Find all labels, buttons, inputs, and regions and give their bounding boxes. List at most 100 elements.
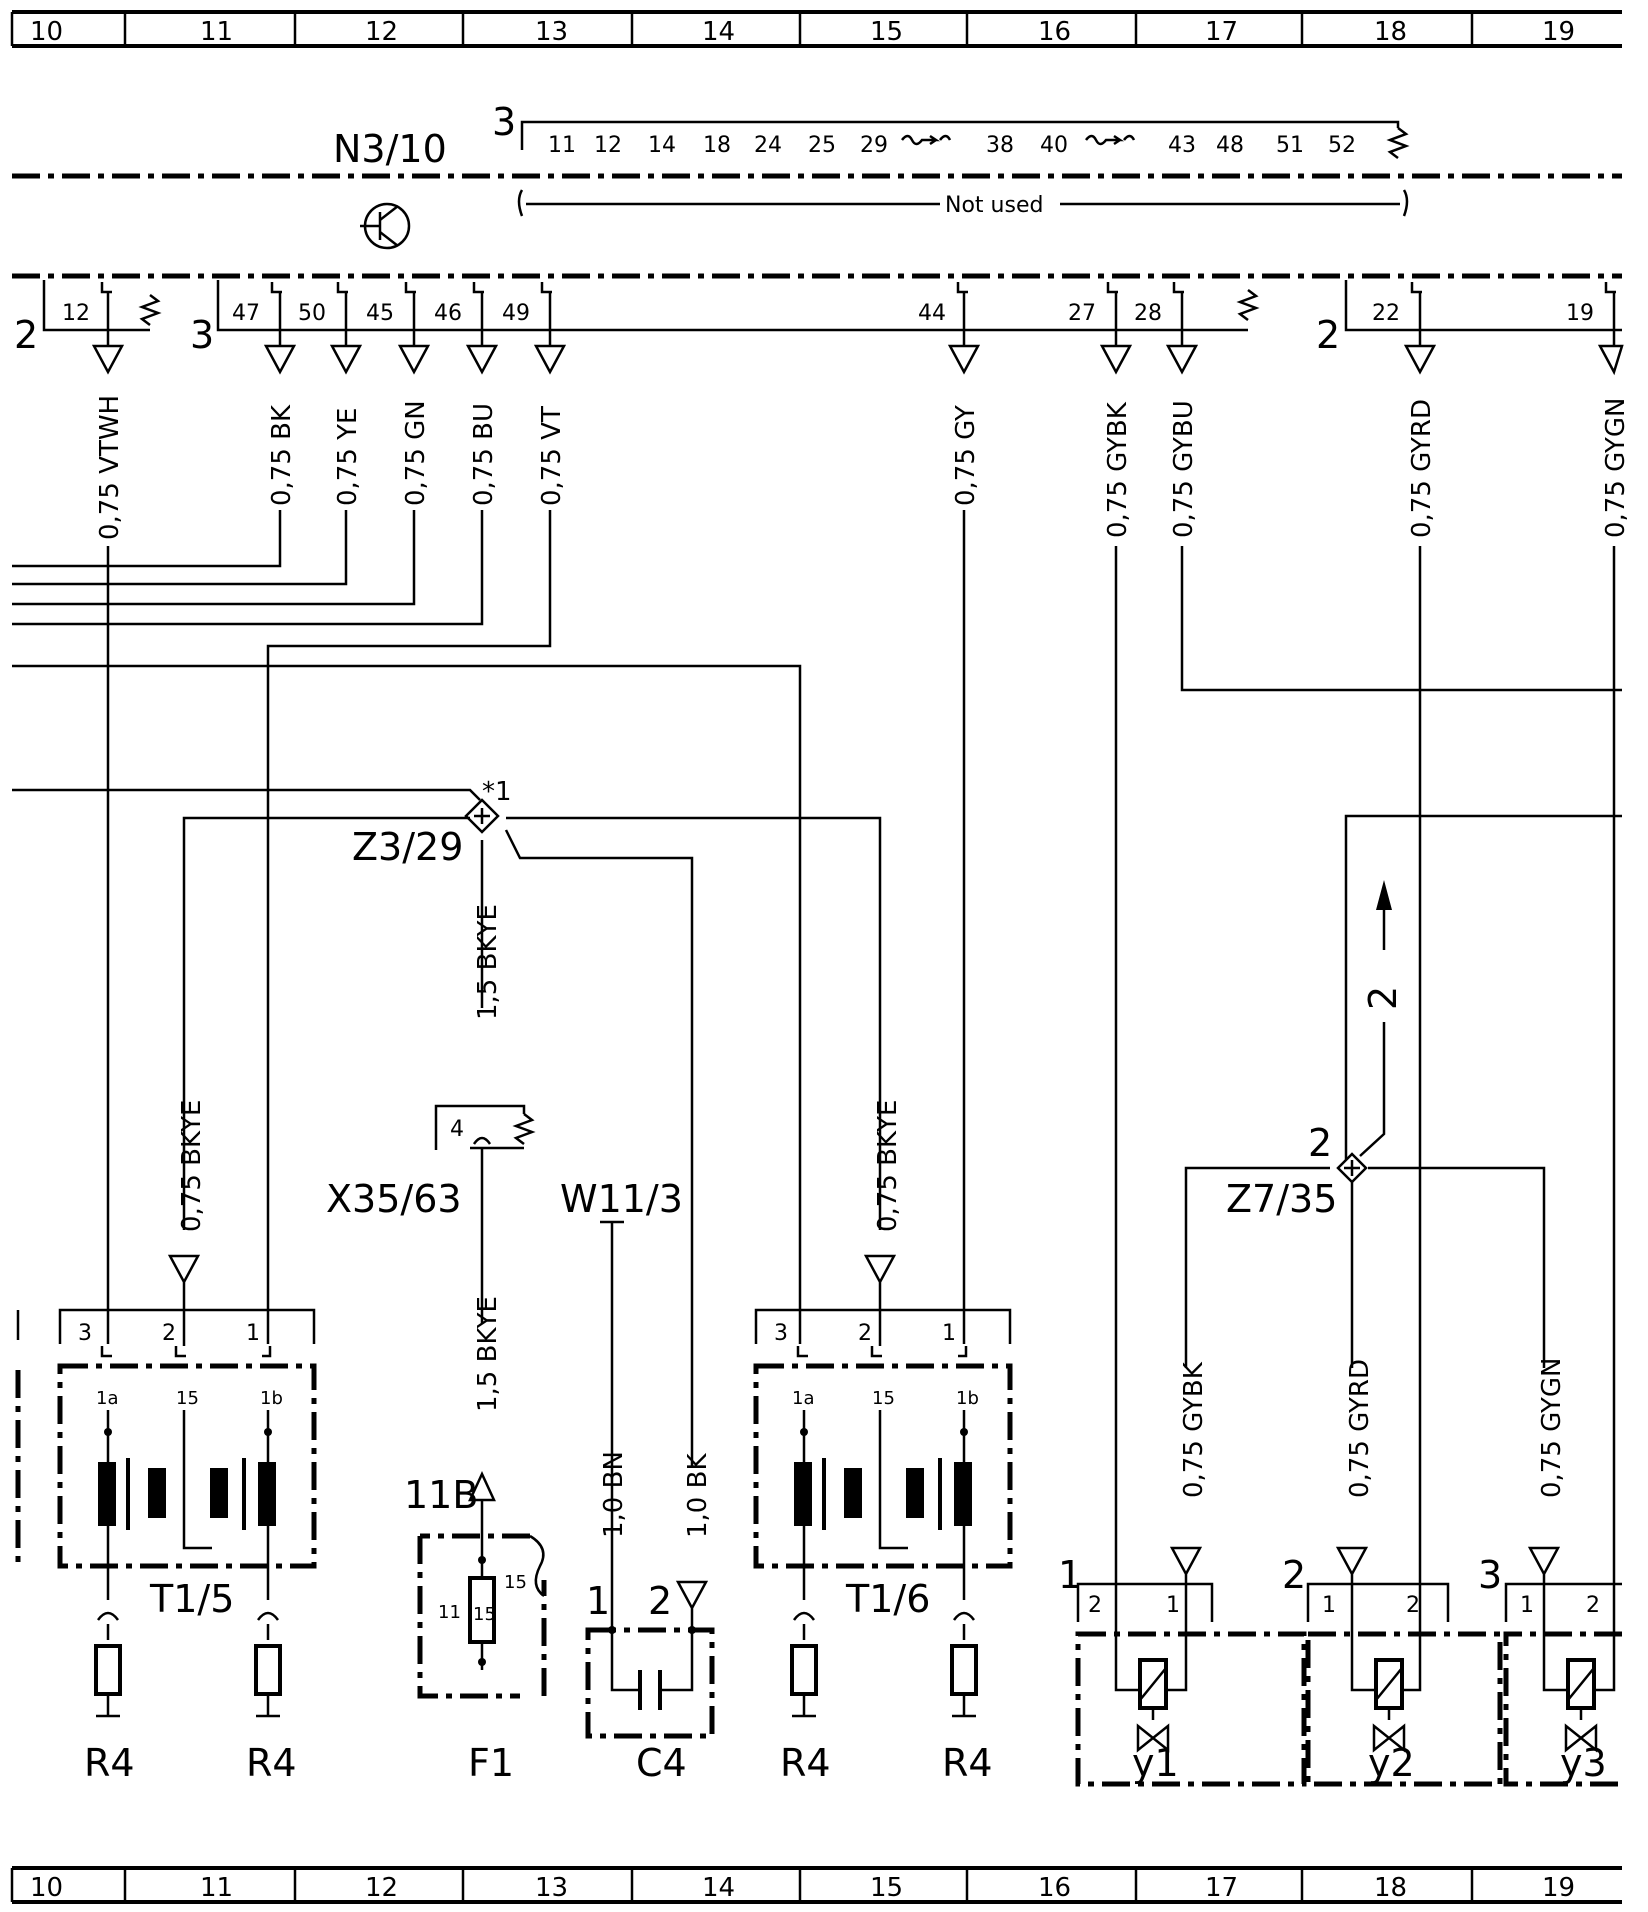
splice-mark: *1 — [482, 777, 512, 807]
injector-pin: 2 — [1088, 1593, 1102, 1618]
component-label: y1 — [1132, 1741, 1179, 1785]
pin-27: 27 — [1068, 282, 1133, 375]
not-used-pin: 25 — [808, 133, 836, 158]
arrow-reference: 2 — [1361, 986, 1405, 1010]
connector-frames: 2 3 2 — [14, 280, 1622, 357]
not-used-pin-row: 11 12 14 18 24 25 29 38 40 43 48 51 52 — [548, 133, 1356, 158]
grid-col-11: 11 — [200, 17, 233, 47]
coil-terminal: 1a — [792, 1388, 814, 1409]
coil-pin: 2 — [162, 1321, 176, 1346]
spark-plug-r4: R4 — [84, 1611, 135, 1785]
middle-labels: 1,5 BKYE 1,5 BKYE 0,75 BKYE 0,75 BKYE 1,… — [177, 904, 1567, 1538]
wire-label: 1,5 BKYE — [473, 1296, 503, 1412]
component-label: y2 — [1368, 1741, 1415, 1785]
wire-label: 0,75 BKYE — [177, 1100, 207, 1232]
connector-label: X35/63 — [326, 1177, 462, 1221]
injector-y1: 1 2 1 y1 — [1058, 1546, 1307, 1787]
wire-label: 0,75 BKYE — [873, 1100, 903, 1232]
pin-number: 46 — [434, 301, 462, 326]
component-label: T1/6 — [845, 1577, 930, 1621]
wire-label: 0,75 BU — [469, 403, 499, 506]
arrow-up-icon — [1376, 880, 1392, 910]
not-used-pin: 52 — [1328, 133, 1356, 158]
grid-col-13-bottom: 13 — [535, 1873, 568, 1903]
fuse-pin: 11 — [438, 1602, 461, 1623]
grid-col-12-bottom: 12 — [365, 1873, 398, 1903]
component-label: T1/5 — [149, 1577, 234, 1621]
splice-label: Z7/35 — [1226, 1177, 1337, 1221]
injector-pin: 2 — [1406, 1593, 1420, 1618]
pin-50: 50 — [298, 282, 363, 375]
fuse-pin: 15 — [504, 1572, 527, 1593]
c4-pin: 2 — [648, 1579, 672, 1623]
coil-pin: 1 — [246, 1321, 260, 1346]
wire-label: 0,75 GY — [951, 405, 981, 506]
injector-pin: 1 — [1166, 1593, 1180, 1618]
connector-2-right: 2 — [1316, 313, 1340, 357]
connector-x35-63: 4 X35/63 — [326, 1104, 536, 1324]
not-used-pin: 11 — [548, 133, 576, 158]
pin-number: 50 — [298, 301, 326, 326]
pin-number: 49 — [502, 301, 530, 326]
grid-col-19-bottom: 19 — [1542, 1873, 1575, 1903]
wire-label: 0,75 GYGN — [1601, 398, 1631, 539]
fuse-pin: 15 — [473, 1604, 496, 1625]
module-connector-number: 3 — [492, 100, 516, 144]
pin-45: 45 — [366, 282, 431, 375]
coil-terminal: 15 — [872, 1388, 895, 1409]
pin-22: 22 — [1372, 282, 1437, 375]
wire-label: 0,75 VTWH — [95, 395, 125, 540]
splice-label: Z3/29 — [352, 825, 463, 869]
grid-col-15: 15 — [870, 17, 903, 47]
wire-label: 0,75 GN — [401, 400, 431, 506]
coil-terminal: 15 — [176, 1388, 199, 1409]
not-used-pin: 24 — [754, 133, 782, 158]
wire-label: 1,0 BK — [683, 1453, 713, 1538]
grid-col-12: 12 — [365, 17, 398, 47]
component-label: R4 — [942, 1741, 993, 1785]
grid-col-13: 13 — [535, 17, 568, 47]
component-c4: 1 2 C4 — [585, 1579, 715, 1785]
coil-terminal: 1b — [260, 1388, 283, 1409]
coil-terminal: 1a — [96, 1388, 118, 1409]
top-grid-ruler: 10 11 12 13 14 15 16 17 18 19 — [10, 10, 1622, 48]
coil-pin: 1 — [942, 1321, 956, 1346]
wire-routes — [12, 510, 1622, 1622]
component-label: C4 — [636, 1741, 687, 1785]
grid-col-19: 19 — [1542, 17, 1575, 47]
pin-number: 28 — [1134, 301, 1162, 326]
skip-pins-arrow — [901, 134, 952, 146]
pin-19: 19 — [1566, 282, 1624, 376]
wire-label: 0,75 GYRD — [1407, 399, 1437, 538]
connector-3: 3 — [190, 313, 214, 357]
not-used-pin: 18 — [703, 133, 731, 158]
pin-number: 45 — [366, 301, 394, 326]
pin-44: 44 — [918, 282, 981, 375]
pin-49: 49 — [502, 282, 567, 375]
wire-label: 1,0 BN — [599, 1451, 629, 1538]
grid-col-10: 10 — [30, 17, 63, 47]
wire-spec-labels: 0,75 VTWH 0,75 BK 0,75 YE 0,75 GN 0,75 B… — [95, 395, 1631, 540]
coil-pin: 2 — [858, 1321, 872, 1346]
ground-label: W11/3 — [560, 1177, 683, 1221]
pin-28: 28 — [1134, 282, 1199, 375]
wire-label: 0,75 YE — [333, 408, 363, 506]
wire-label: 1,5 BKYE — [473, 904, 503, 1020]
not-used-pin: 48 — [1216, 133, 1244, 158]
not-used-pin: 12 — [594, 133, 622, 158]
splice-mark: 2 — [1308, 1121, 1332, 1165]
ignition-coil-t1-5: 3 2 1 1a 15 1b T1/5 — [57, 1254, 317, 1621]
connector-continues-squiggle — [1386, 127, 1410, 159]
grid-col-10-bottom: 10 — [30, 1873, 63, 1903]
injector-pin: 2 — [1586, 1593, 1600, 1618]
c4-pin: 1 — [586, 1579, 610, 1623]
module-pins: 12 47 50 45 46 49 44 — [62, 282, 1624, 376]
connector-pin: 4 — [450, 1117, 464, 1142]
component-label: R4 — [780, 1741, 831, 1785]
splice-z3-29: Z3/29 *1 — [352, 777, 512, 869]
wire-label: 0,75 BK — [267, 404, 297, 506]
pin-12: 12 — [62, 282, 125, 375]
injector-y3: 3 1 2 y3 — [1478, 1546, 1622, 1787]
grid-col-17-bottom: 17 — [1205, 1873, 1238, 1903]
